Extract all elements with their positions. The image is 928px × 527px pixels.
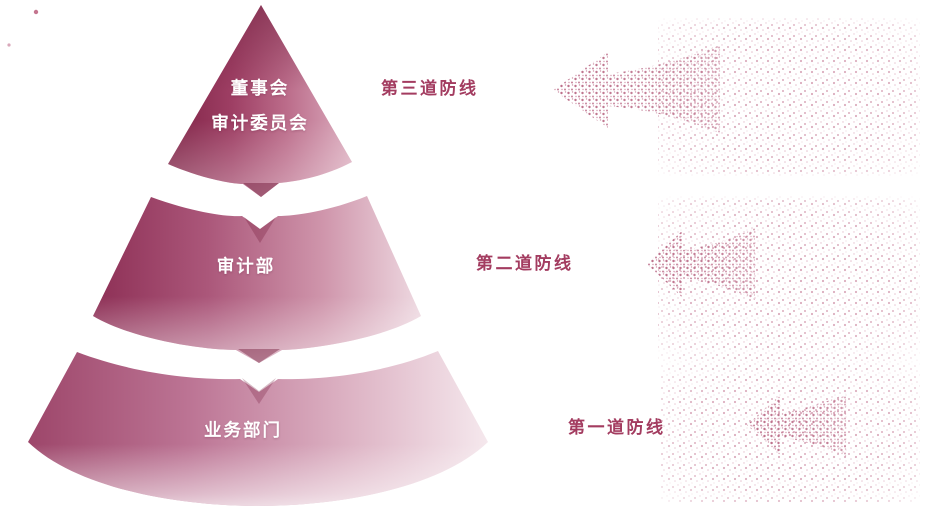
pyramid-tier-bottom-notch-shade xyxy=(242,378,276,404)
pyramid-tier-top-spike-shade xyxy=(243,183,279,197)
tier-bottom-label-line1: 业务部门 xyxy=(204,421,282,441)
pyramid-tier-middle-spike-shade xyxy=(238,349,280,363)
decorative-speck xyxy=(7,43,11,47)
left-arrow-icon xyxy=(747,393,847,457)
tier-middle-label: 审计部 xyxy=(217,250,276,285)
defense-line-3-label: 第三道防线 xyxy=(381,79,479,99)
pyramid-tier-top-bottom-highlight xyxy=(168,5,352,197)
tier-top-label: 董事会 审计委员会 xyxy=(211,72,309,142)
pyramid-tier-middle-notch-shade xyxy=(244,217,276,243)
left-arrow-icon xyxy=(647,228,755,300)
tier-middle-label-line1: 审计部 xyxy=(216,257,276,277)
left-arrow-icon xyxy=(553,44,721,134)
defense-line-1-label: 第一道防线 xyxy=(568,418,666,438)
pyramid-tier-bottom-bottom-highlight xyxy=(28,351,488,506)
pyramid-tier-middle-bottom-highlight xyxy=(93,196,421,363)
tier-top-label-line1: 董事会 xyxy=(230,79,290,99)
decorative-speck xyxy=(33,9,39,15)
tier-top-label-line2: 审计委员会 xyxy=(211,114,309,134)
tier-bottom-label: 业务部门 xyxy=(204,414,282,449)
defense-line-2-label: 第二道防线 xyxy=(476,254,574,274)
